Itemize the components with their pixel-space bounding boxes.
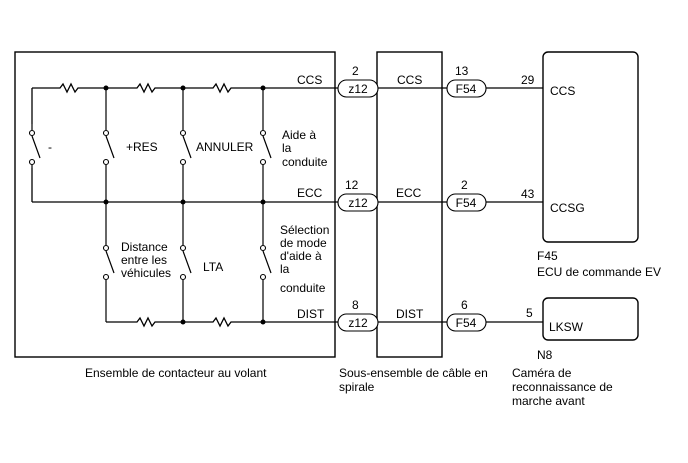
- pin-number: 43: [521, 187, 535, 201]
- connector-z12-name: z12: [348, 196, 368, 210]
- connector-f54-name: F54: [456, 196, 477, 210]
- ecc-line: [31, 168, 338, 203]
- switch-label-mode: la: [280, 262, 290, 276]
- ecu-terminal-ccs: CCS: [550, 84, 575, 98]
- connector-f54-ccs: [446, 79, 487, 98]
- ecu-code: F45: [537, 249, 558, 263]
- switch-label-distance: entre les: [121, 253, 167, 267]
- terminal-label-dist: DIST: [297, 307, 325, 321]
- camera-label: Caméra de: [512, 366, 572, 380]
- ccs-line: [31, 82, 338, 124]
- switch-label-assist: Aide à: [282, 128, 316, 142]
- camera-code: N8: [537, 348, 553, 362]
- switch-driving-assist: [259, 88, 272, 202]
- switch-cancel: [179, 88, 192, 202]
- switch-mode-select: [259, 202, 272, 322]
- connector-z12-ccs: [337, 79, 379, 98]
- terminal-label-ecc: ECC: [297, 186, 323, 200]
- pin-number: 2: [461, 178, 468, 192]
- spiral-signal-ecc: ECC: [396, 186, 422, 200]
- switch-label-minus: -: [48, 140, 52, 154]
- switch-label-res: +RES: [126, 140, 158, 154]
- switch-assembly-box: [14, 51, 336, 358]
- switch-label-lta: LTA: [203, 260, 223, 274]
- pin-number: 2: [352, 64, 359, 78]
- connector-f54-name: F54: [456, 316, 477, 330]
- connector-z12-dist: [337, 313, 379, 332]
- switch-label-distance: véhicules: [121, 266, 171, 280]
- camera-label: marche avant: [512, 394, 585, 408]
- switch-label-distance: Distance: [121, 240, 168, 254]
- switch-label-mode: d'aide à: [280, 249, 322, 263]
- switch-res: [102, 88, 115, 202]
- ecu-label: ECU de commande EV: [537, 265, 661, 279]
- pin-number: 12: [345, 178, 359, 192]
- connector-z12-ecc: [337, 193, 379, 212]
- switch-label-cancel: ANNULER: [196, 140, 254, 154]
- switch-label-mode: Sélection: [280, 223, 329, 237]
- spiral-signal-ccs: CCS: [397, 73, 422, 87]
- switch-label-assist: conduite: [282, 155, 328, 169]
- pin-number: 6: [461, 298, 468, 312]
- terminal-label-ccs: CCS: [297, 73, 322, 87]
- pin-number: 8: [352, 298, 359, 312]
- ecu-terminal-ccsg: CCSG: [550, 201, 585, 215]
- pin-number: 13: [455, 64, 469, 78]
- connector-f54-ecc: [446, 193, 487, 212]
- switch-label-mode: conduite: [280, 281, 326, 295]
- switch-lta: [179, 202, 192, 322]
- connector-z12-name: z12: [348, 82, 368, 96]
- camera-label: reconnaissance de: [512, 380, 613, 394]
- spiral-signal-dist: DIST: [396, 307, 424, 321]
- camera-terminal-lksw: LKSW: [549, 320, 584, 334]
- pin-number: 5: [526, 306, 533, 320]
- spiral-cable-label: spirale: [339, 380, 375, 394]
- ecu-box: [542, 51, 639, 243]
- switch-distance: [102, 202, 115, 322]
- pin-number: 29: [521, 73, 535, 87]
- spiral-cable-label: Sous-ensemble de câble en: [339, 366, 488, 380]
- connector-f54-dist: [446, 313, 487, 332]
- switch-label-assist: la: [282, 141, 292, 155]
- connector-f54-name: F54: [456, 82, 477, 96]
- switch-label-mode: de mode: [280, 236, 327, 250]
- camera-box: [542, 297, 639, 341]
- switch-assembly-label: Ensemble de contacteur au volant: [85, 366, 267, 380]
- switch-minus: [28, 124, 41, 168]
- connector-z12-name: z12: [348, 316, 368, 330]
